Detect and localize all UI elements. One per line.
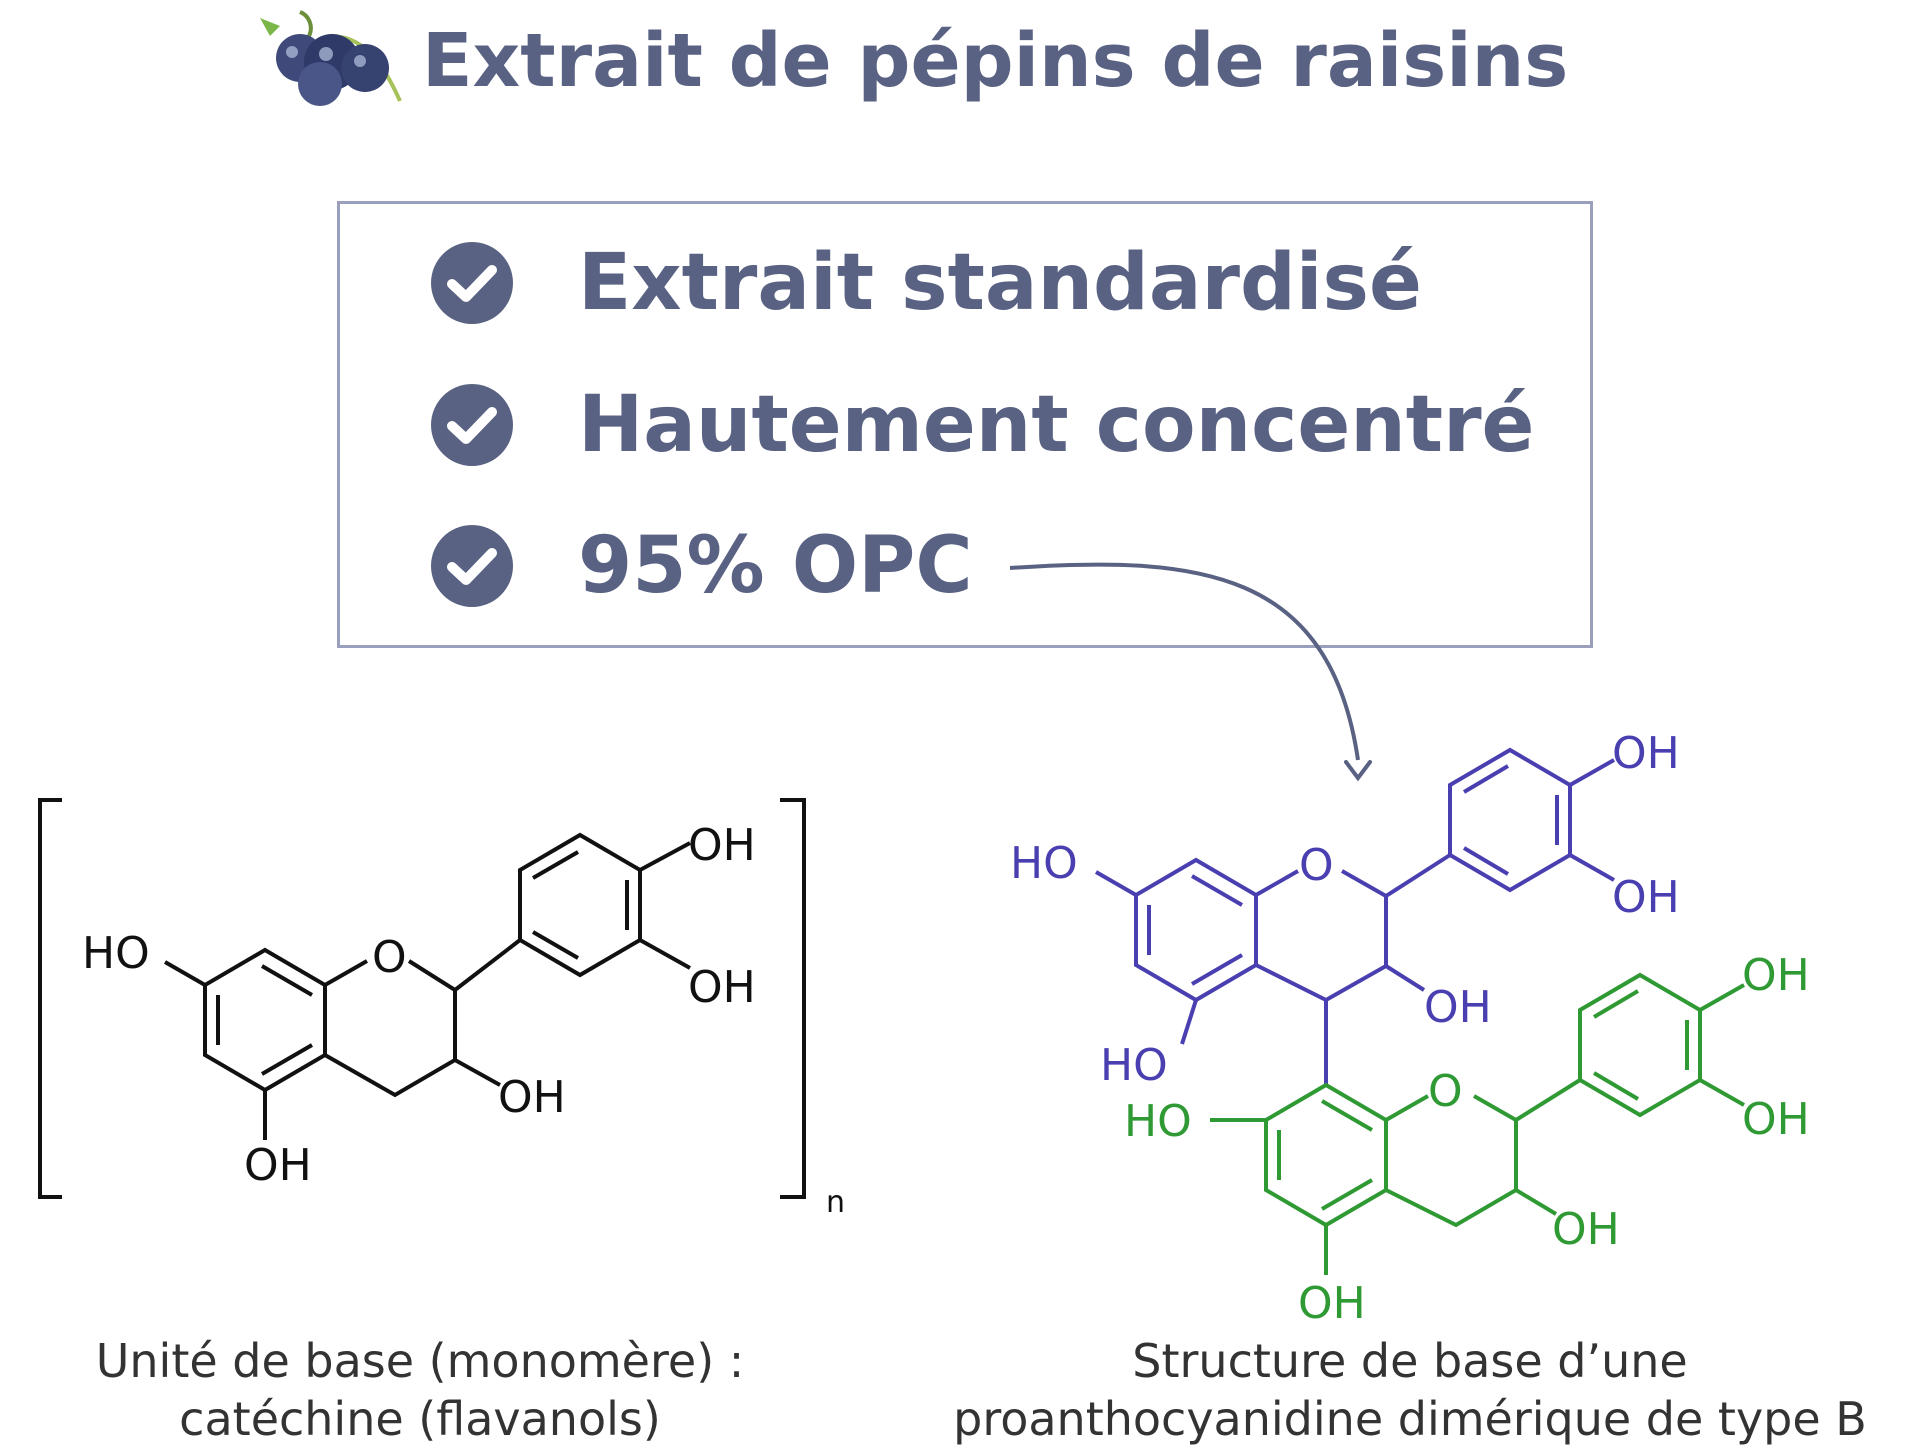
mol-label: OH bbox=[1742, 1094, 1810, 1145]
mol-label: OH bbox=[1424, 982, 1492, 1033]
mol-label: O bbox=[372, 932, 407, 983]
feature-item: Extrait standardisé bbox=[430, 233, 1422, 333]
catechin-structure bbox=[38, 798, 806, 1199]
mol-label: HO bbox=[1010, 838, 1078, 889]
caption-line: Structure de base d’une bbox=[1132, 1334, 1688, 1388]
mol-label: OH bbox=[1552, 1204, 1620, 1255]
mol-label: OH bbox=[688, 962, 756, 1013]
caption-monomer: Unité de base (monomère) : catéchine (fl… bbox=[60, 1332, 780, 1448]
curved-arrow-icon bbox=[1009, 562, 1360, 761]
mol-label: OH bbox=[1742, 950, 1810, 1001]
page-title: Extrait de pépins de raisins bbox=[422, 18, 1569, 104]
mol-label: OH bbox=[1612, 872, 1680, 923]
caption-line: proanthocyanidine dimérique de type B bbox=[953, 1392, 1867, 1446]
grapes-icon bbox=[260, 10, 402, 106]
caption-dimer: Structure de base d’une proanthocyanidin… bbox=[920, 1332, 1900, 1448]
mol-label: OH bbox=[1298, 1278, 1366, 1329]
mol-label: OH bbox=[244, 1140, 312, 1191]
feature-label: 95% OPC bbox=[578, 521, 973, 611]
upper-flavanol-unit bbox=[1095, 747, 1615, 1085]
caption-line: catéchine (flavanols) bbox=[179, 1392, 661, 1446]
mol-label: O bbox=[1428, 1066, 1463, 1117]
check-circle-icon bbox=[431, 242, 513, 324]
check-circle-icon bbox=[431, 525, 513, 607]
feature-label: Extrait standardisé bbox=[578, 238, 1422, 328]
mol-label: OH bbox=[1612, 728, 1680, 779]
mol-label: O bbox=[1299, 840, 1334, 891]
caption-line: Unité de base (monomère) : bbox=[95, 1334, 745, 1388]
mol-label: n bbox=[826, 1185, 845, 1220]
feature-box bbox=[337, 201, 1593, 648]
feature-label: Hautement concentré bbox=[578, 380, 1535, 470]
mol-label: OH bbox=[498, 1072, 566, 1123]
lower-flavanol-unit bbox=[1210, 972, 1745, 1275]
mol-label: HO bbox=[1124, 1096, 1192, 1147]
feature-item: 95% OPC bbox=[430, 516, 973, 616]
mol-label: OH bbox=[688, 820, 756, 871]
mol-label: HO bbox=[82, 928, 150, 979]
check-circle-icon bbox=[431, 384, 513, 466]
feature-item: Hautement concentré bbox=[430, 375, 1534, 475]
mol-label: HO bbox=[1100, 1040, 1168, 1091]
arrow-head bbox=[1344, 760, 1372, 782]
